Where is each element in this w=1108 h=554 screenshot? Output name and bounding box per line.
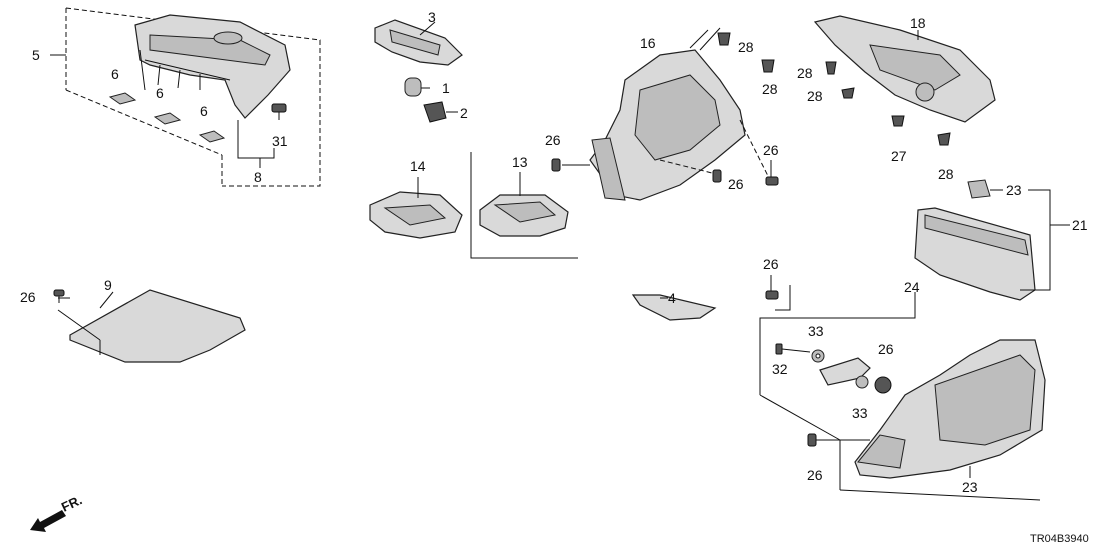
callout-26-b: 26 — [545, 132, 561, 148]
callout-18: 18 — [910, 15, 926, 31]
front-direction-arrow — [30, 510, 66, 532]
callout-28-b: 28 — [762, 81, 778, 97]
callout-28-d: 28 — [807, 88, 823, 104]
callout-31: 31 — [272, 133, 288, 149]
callout-1: 1 — [442, 80, 450, 96]
callout-24: 26 — [878, 341, 894, 357]
part-side-lining-16 — [562, 27, 771, 201]
fastener-28-a — [717, 32, 731, 46]
callout-21: 23 — [962, 479, 978, 495]
callout-26-a: 26 — [20, 289, 36, 305]
part-bracket-4 — [631, 275, 791, 321]
part-floor-mat — [53, 289, 246, 363]
callout-26-d: 26 — [763, 142, 779, 158]
part-group-3 — [374, 19, 463, 123]
part-group-5 — [50, 7, 321, 187]
callout-5: 5 — [32, 47, 40, 63]
callout-6-a: 6 — [111, 66, 119, 82]
front-direction-label: FR. — [59, 492, 84, 514]
callout-20: 23 — [1006, 182, 1022, 198]
callout-13: 13 — [512, 154, 528, 170]
callout-19: 21 — [1072, 217, 1088, 233]
callout-6-b: 6 — [156, 85, 164, 101]
diagram-code: TR04B3940 — [1030, 533, 1089, 545]
part-group-23 — [759, 292, 1046, 501]
callout-6-c: 6 — [200, 103, 208, 119]
callout-4: 4 — [668, 290, 676, 306]
callout-9: 9 — [104, 277, 112, 293]
part-tray-14 — [369, 177, 463, 239]
callout-33-a: 33 — [808, 323, 824, 339]
fastener-26-b — [551, 158, 561, 172]
callout-26-c: 26 — [728, 176, 744, 192]
callout-26-f: 26 — [807, 467, 823, 483]
callout-32: 32 — [772, 361, 788, 377]
part-lid-lining-18 — [813, 15, 996, 146]
callout-14: 14 — [410, 158, 426, 174]
callout-3: 3 — [428, 9, 436, 25]
callout-2: 2 — [460, 105, 468, 121]
callout-28-a: 28 — [738, 39, 754, 55]
fastener-26-d — [765, 160, 779, 186]
callout-8: 8 — [254, 169, 262, 185]
callout-16: 16 — [640, 35, 656, 51]
fastener-28-b — [761, 59, 775, 73]
callout-26-e: 26 — [763, 256, 779, 272]
callout-27: 27 — [891, 148, 907, 164]
callout-28-c: 28 — [797, 65, 813, 81]
callout-33-b: 33 — [852, 405, 868, 421]
callout-23: 24 — [904, 279, 920, 295]
part-sill-trim-19 — [914, 179, 1070, 301]
fastener-26-c — [712, 169, 722, 183]
part-tray-13 — [470, 152, 578, 259]
callout-28-e: 28 — [938, 166, 954, 182]
